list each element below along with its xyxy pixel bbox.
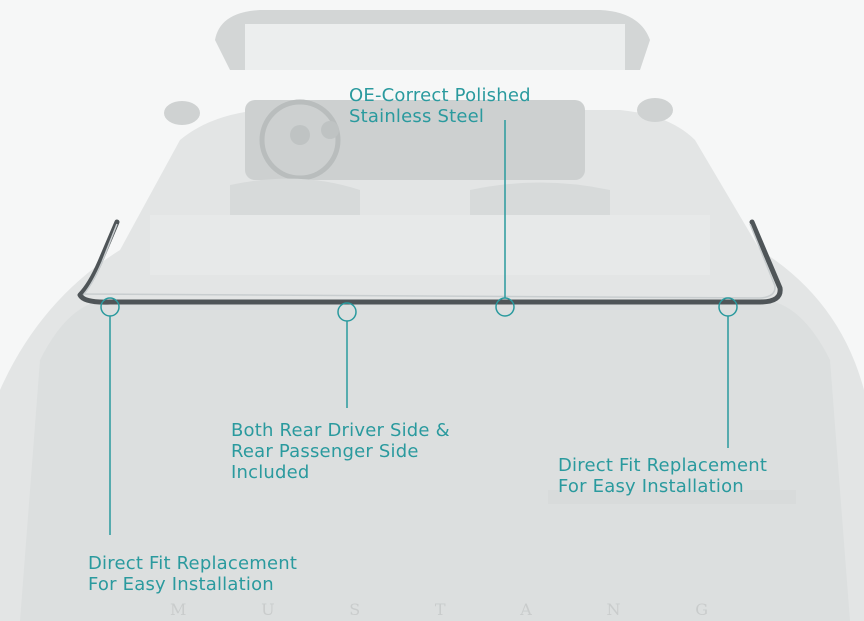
trunk-letter: U (261, 600, 277, 619)
stainless-molding-highlight (82, 223, 776, 299)
trunk-letter: A (520, 600, 534, 619)
callout-line: Direct Fit Replacement (88, 553, 298, 574)
left-mirror (164, 101, 200, 125)
trunk-emblem: M U S T A N G (170, 600, 710, 619)
trunk-letter: S (349, 600, 363, 619)
gauge (321, 121, 339, 139)
rear-deck (150, 215, 710, 275)
callout-line: Stainless Steel (349, 106, 485, 127)
callout-line: OE-Correct Polished (349, 85, 531, 106)
gauge (290, 125, 310, 145)
trunk-letter: G (695, 600, 710, 619)
callout-line: Direct Fit Replacement (558, 455, 768, 476)
callout-direct-fit-left: Direct Fit Replacement For Easy Installa… (88, 553, 297, 595)
trunk-lid (20, 300, 850, 621)
callout-both-sides: Both Rear Driver Side & Rear Passenger S… (231, 420, 450, 483)
right-mirror (637, 98, 673, 122)
trunk-letter: N (606, 600, 623, 619)
trunk-letter: T (434, 600, 448, 619)
callout-line: Included (231, 462, 310, 483)
callout-stainless-steel: OE-Correct Polished Stainless Steel (349, 85, 531, 127)
callout-direct-fit-right: Direct Fit Replacement For Easy Installa… (558, 455, 767, 497)
callout-line: Rear Passenger Side (231, 441, 419, 462)
callout-line: For Easy Installation (558, 476, 744, 497)
windshield-glass (245, 24, 625, 70)
callout-line: Both Rear Driver Side & (231, 420, 450, 441)
right-seat (470, 182, 610, 220)
callout-line: For Easy Installation (88, 574, 274, 595)
steering-wheel (259, 99, 341, 181)
left-seat (230, 178, 360, 220)
stainless-molding (77, 219, 783, 305)
label-backing (548, 490, 796, 504)
trunk-letter: M (170, 600, 189, 619)
